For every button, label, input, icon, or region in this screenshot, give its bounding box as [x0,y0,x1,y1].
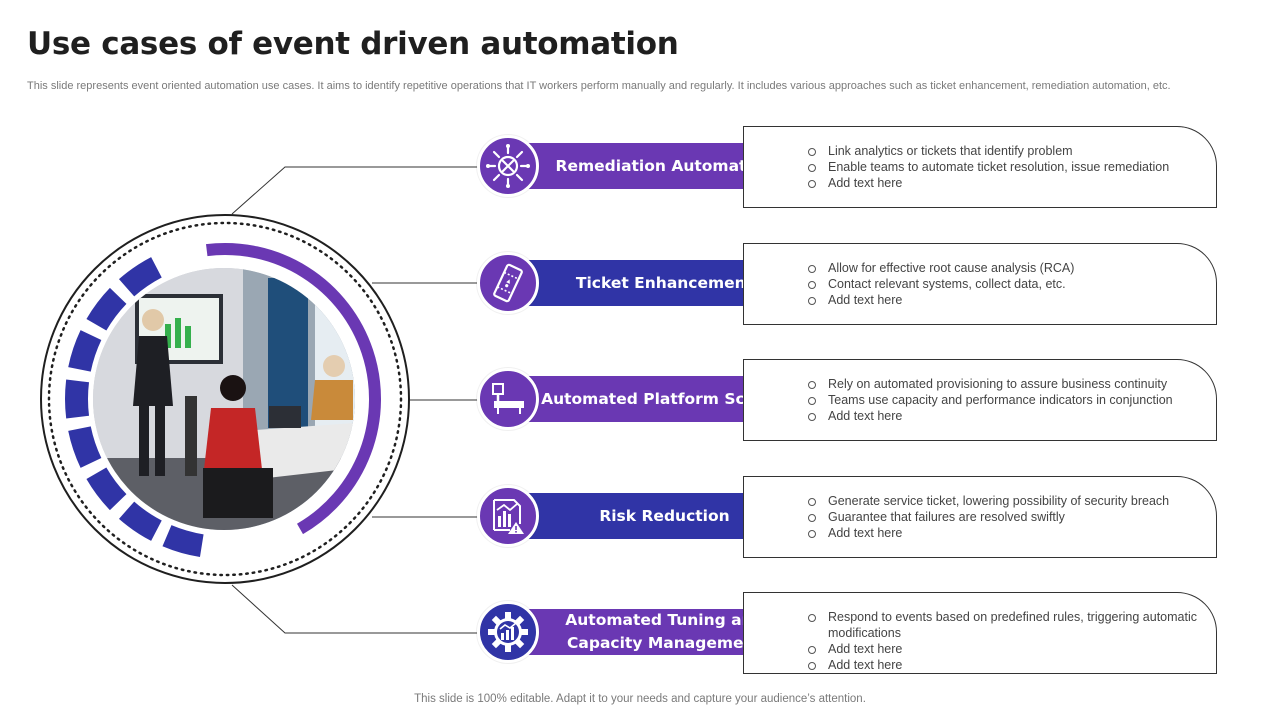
use-case-title-pill: Automated Platform Scaling [505,376,788,422]
use-case-title-pill: Ticket Enhancement [505,260,788,306]
use-case-title: Remediation Automation [555,156,774,175]
risk-chart-icon [477,485,539,547]
ring-segment [162,525,204,558]
bullet-item: Add text here [808,657,1198,673]
use-case-row-automated-tuning: Automated Tuning and Capacity Management [0,592,1280,674]
bullet-item: Generate service ticket, lowering possib… [808,493,1198,509]
use-case-details-box: Generate service ticket, lowering possib… [743,476,1217,558]
dotted-ring [47,221,403,577]
central-circle-graphic [40,214,410,584]
use-case-title-pill: Automated Tuning and Capacity Management [505,609,788,655]
page-subtitle: This slide represents event oriented aut… [27,80,1171,92]
use-case-title: Risk Reduction [599,506,730,525]
use-case-row-automated-platform-scaling: Automated Platform Scaling Rely on autom… [0,359,1280,441]
page-title: Use cases of event driven automation [27,26,679,62]
use-case-row-ticket-enhancement: Ticket Enhancement Allow for effective r… [0,243,1280,325]
use-case-title-pill: Risk Reduction [505,493,788,539]
connector-line-5 [231,584,480,634]
bullet-item: Teams use capacity and performance indic… [808,392,1198,408]
meeting-photo [93,268,355,530]
connector-line-1 [231,166,480,215]
ring-segment [65,379,90,419]
bullet-item: Add text here [808,641,1198,657]
use-case-title: Automated Tuning and Capacity Management [565,611,764,652]
ticket-icon [477,252,539,314]
gear-tools-icon [477,135,539,197]
bullet-item: Allow for effective root cause analysis … [808,260,1198,276]
use-case-details-box: Link analytics or tickets that identify … [743,126,1217,208]
bullet-item: Contact relevant systems, collect data, … [808,276,1198,292]
use-case-details-box: Allow for effective root cause analysis … [743,243,1217,325]
bullet-item: Add text here [808,408,1198,424]
bullet-item: Enable teams to automate ticket resoluti… [808,159,1198,175]
use-case-details-box: Respond to events based on predefined ru… [743,592,1217,674]
bullet-item: Rely on automated provisioning to assure… [808,376,1198,392]
bullet-item: Guarantee that failures are resolved swi… [808,509,1198,525]
use-case-title-pill: Remediation Automation [505,143,788,189]
bullet-item: Respond to events based on predefined ru… [808,609,1198,641]
bullet-item: Add text here [808,525,1198,541]
use-case-title: Automated Platform Scaling [541,389,788,408]
gear-chart-icon [477,601,539,663]
use-case-details-box: Rely on automated provisioning to assure… [743,359,1217,441]
scale-icon [477,368,539,430]
page-footer: This slide is 100% editable. Adapt it to… [414,693,866,705]
bullet-item: Add text here [808,292,1198,308]
use-case-row-risk-reduction: Risk Reduction Generate service ticket, … [0,476,1280,558]
bullet-item: Link analytics or tickets that identify … [808,143,1198,159]
bullet-item: Add text here [808,175,1198,191]
use-case-title: Ticket Enhancement [575,273,754,292]
use-case-row-remediation-automation: Remediation Automation Link analytics or… [0,126,1280,208]
